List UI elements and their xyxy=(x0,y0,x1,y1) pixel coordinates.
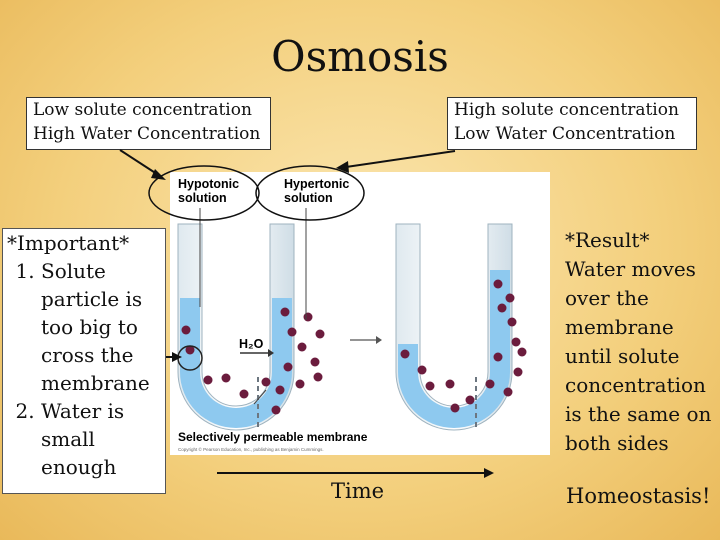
copyright-text: Copyright © Pearson Education, Inc., pub… xyxy=(178,446,324,452)
slide-title: Osmosis xyxy=(271,32,449,81)
result-text-block: *Result* Water moves over the membrane u… xyxy=(565,226,715,458)
important-item-2: Water is small enough xyxy=(41,397,165,481)
low-box-line-2: High Water Concentration xyxy=(33,124,261,144)
hypotonic-label-2: solution xyxy=(178,191,227,205)
high-concentration-box: High solute concentration Low Water Conc… xyxy=(447,97,697,150)
time-label: Time xyxy=(331,479,385,503)
osmosis-figure: Hypotonic solution Hypertonic solution H… xyxy=(170,172,550,455)
hypertonic-label-1: Hypertonic xyxy=(284,177,349,191)
result-text: Water moves over the membrane until solu… xyxy=(565,257,712,455)
membrane-label: Selectively permeable membrane xyxy=(178,430,368,444)
hypotonic-label-1: Hypotonic xyxy=(178,177,239,191)
important-item-1: Solute particle is too big to cross the … xyxy=(41,257,165,397)
solute-particles-right xyxy=(400,279,527,413)
high-box-line-1: High solute concentration xyxy=(454,100,679,120)
low-box-line-1: Low solute concentration xyxy=(33,100,252,120)
important-list: Solute particle is too big to cross the … xyxy=(3,257,165,481)
important-header: *Important* xyxy=(7,231,130,255)
arrow-head-low xyxy=(151,169,166,180)
high-box-line-2: Low Water Concentration xyxy=(454,124,676,144)
hypertonic-label-2: solution xyxy=(284,191,333,205)
result-header: *Result* xyxy=(565,228,650,252)
u-tube-after xyxy=(395,223,527,431)
osmosis-diagram: Hypotonic solution Hypertonic solution H… xyxy=(177,177,527,452)
important-note: *Important* Solute particle is too big t… xyxy=(2,228,166,494)
homeostasis-label: Homeostasis! xyxy=(566,484,711,508)
low-concentration-box: Low solute concentration High Water Conc… xyxy=(26,97,271,150)
water-label: H₂O xyxy=(239,337,264,351)
